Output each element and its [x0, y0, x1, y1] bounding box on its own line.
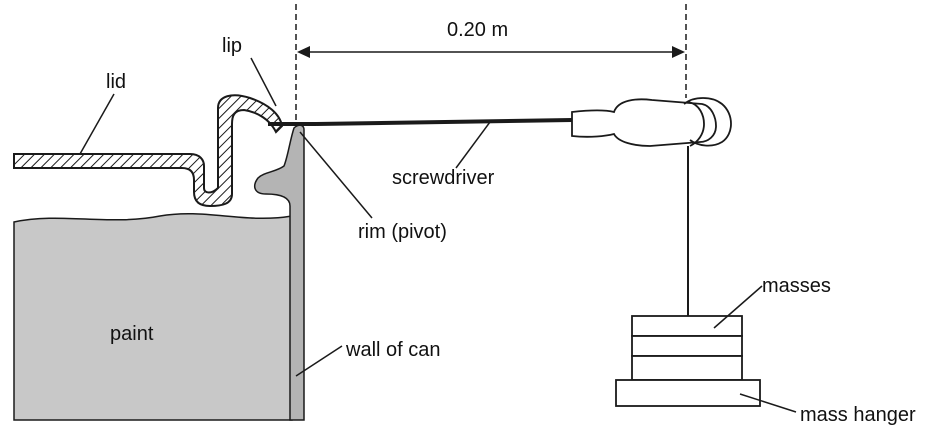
hanger-label: mass hanger: [800, 404, 916, 426]
mass-1: [631, 315, 743, 337]
distance-arrow-head-right: [672, 46, 685, 58]
string-loop-front: [687, 101, 705, 147]
wall-pointer: [295, 345, 343, 377]
screwdriver-handle: [571, 98, 717, 147]
rim-pointer: [299, 131, 373, 219]
lid: [13, 94, 284, 208]
rim-label: rim (pivot): [358, 221, 447, 243]
lip-label: lip: [222, 35, 242, 57]
masses-label: masses: [762, 275, 831, 297]
paint-region: [13, 213, 293, 421]
lip-pointer: [250, 57, 277, 107]
wall-label: wall of can: [345, 339, 441, 361]
string-loop: [683, 97, 732, 147]
lid-label: lid: [106, 71, 126, 93]
distance-arrow-head-left: [297, 46, 310, 58]
screwdriver-label: screwdriver: [392, 167, 495, 189]
distance-label: 0.20 m: [447, 19, 508, 41]
mass-2: [631, 335, 743, 357]
mass-3: [631, 355, 743, 381]
lid-pointer: [79, 93, 115, 155]
screwdriver-shaft-inner: [315, 119, 573, 125]
paint-label: paint: [110, 323, 154, 345]
hanger-pointer: [739, 393, 797, 413]
mass-hanger-base: [615, 379, 761, 407]
masses-pointer: [713, 285, 763, 329]
screwdriver-tip: [268, 122, 316, 126]
screwdriver-pointer: [455, 121, 491, 169]
